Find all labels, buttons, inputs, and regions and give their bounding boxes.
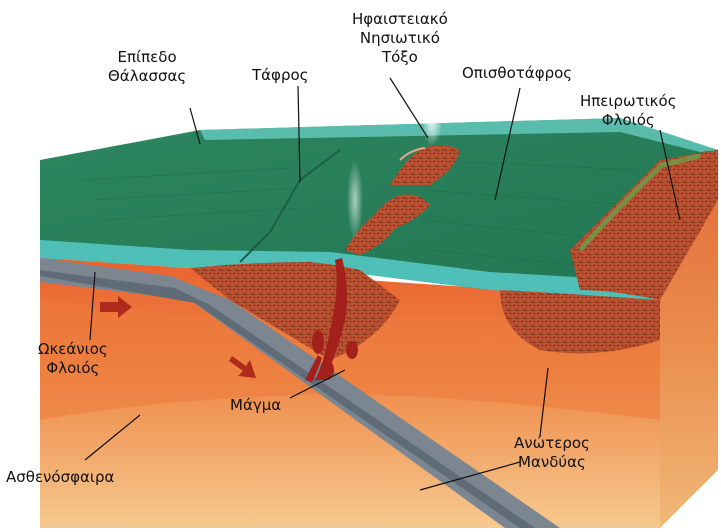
label-continental-crust: Ηπειρωτικός Φλοιός <box>580 92 677 130</box>
label-volcanic-arc: Ηφαιστειακό Νησιωτικό Τόξο <box>352 10 448 67</box>
label-oceanic-crust: Ωκεάνιος Φλοιός <box>38 340 108 378</box>
label-back-arc: Οπισθοτάφρος <box>462 64 572 83</box>
label-asthenosphere: Ασθενόσφαιρα <box>6 468 114 487</box>
label-trench: Τάφρος <box>252 66 308 85</box>
label-sea-level: Επίπεδο Θάλασσας <box>108 48 186 86</box>
label-upper-mantle: Ανώτερος Μανδύας <box>514 434 590 472</box>
label-magma: Μάγμα <box>230 396 281 415</box>
